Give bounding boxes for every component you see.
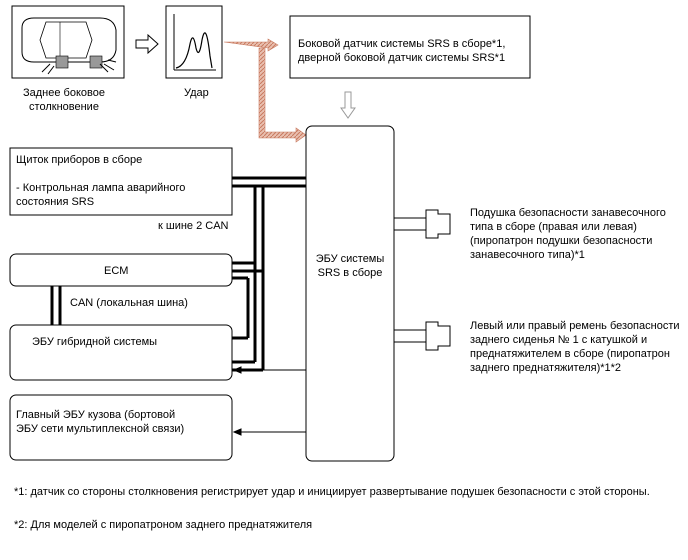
can-bus-lines — [50, 176, 306, 372]
car-caption: Заднее боковое столкновение — [23, 87, 105, 113]
srs-ecu-label: ЭБУ системы SRS в сборе — [315, 253, 385, 279]
ecm-label: ECM — [104, 265, 129, 277]
flow-arrow-icon — [135, 33, 159, 55]
curtain-airbag-label: Подушка безопасности занавесочного типа … — [470, 207, 666, 261]
curtain-airbag-connector — [394, 209, 451, 239]
side-sensor-label: Боковой датчик системы SRS в сборе*1, дв… — [298, 38, 506, 64]
impact-to-ecu-arrow — [258, 47, 307, 143]
impact-to-sensor-arrow — [223, 38, 279, 52]
hybrid-ecu-label: ЭБУ гибридной системы — [32, 336, 158, 348]
rear-side-collision-icon — [11, 5, 125, 79]
footnote-1: *1: датчик со стороны столкновения регис… — [14, 486, 650, 498]
sensor-to-ecu-arrow — [340, 91, 356, 119]
can2-label: к шине 2 CAN — [158, 220, 229, 232]
seatbelt-label: Левый или правый ремень безопасности зад… — [470, 320, 680, 374]
footnote-2: *2: Для моделей с пиропатроном заднего п… — [14, 519, 313, 531]
body-ecu-box — [9, 394, 233, 461]
body-ecu-label: Главный ЭБУ кузова (бортовой ЭБУ сети му… — [16, 409, 185, 435]
ecu-output-arrows — [232, 366, 306, 436]
instrument-panel-label: Щиток приборов в сборе - Контрольная лам… — [16, 154, 186, 208]
instrument-panel-box — [9, 147, 233, 216]
impact-caption: Удар — [184, 87, 209, 99]
seatbelt-connector — [394, 321, 451, 351]
hybrid-ecu-box — [9, 324, 233, 381]
impact-waveform-icon — [165, 5, 223, 79]
side-sensor-box — [289, 15, 531, 79]
srs-ecu-box — [305, 125, 395, 462]
can-local-label: CAN (локальная шина) — [70, 297, 188, 309]
